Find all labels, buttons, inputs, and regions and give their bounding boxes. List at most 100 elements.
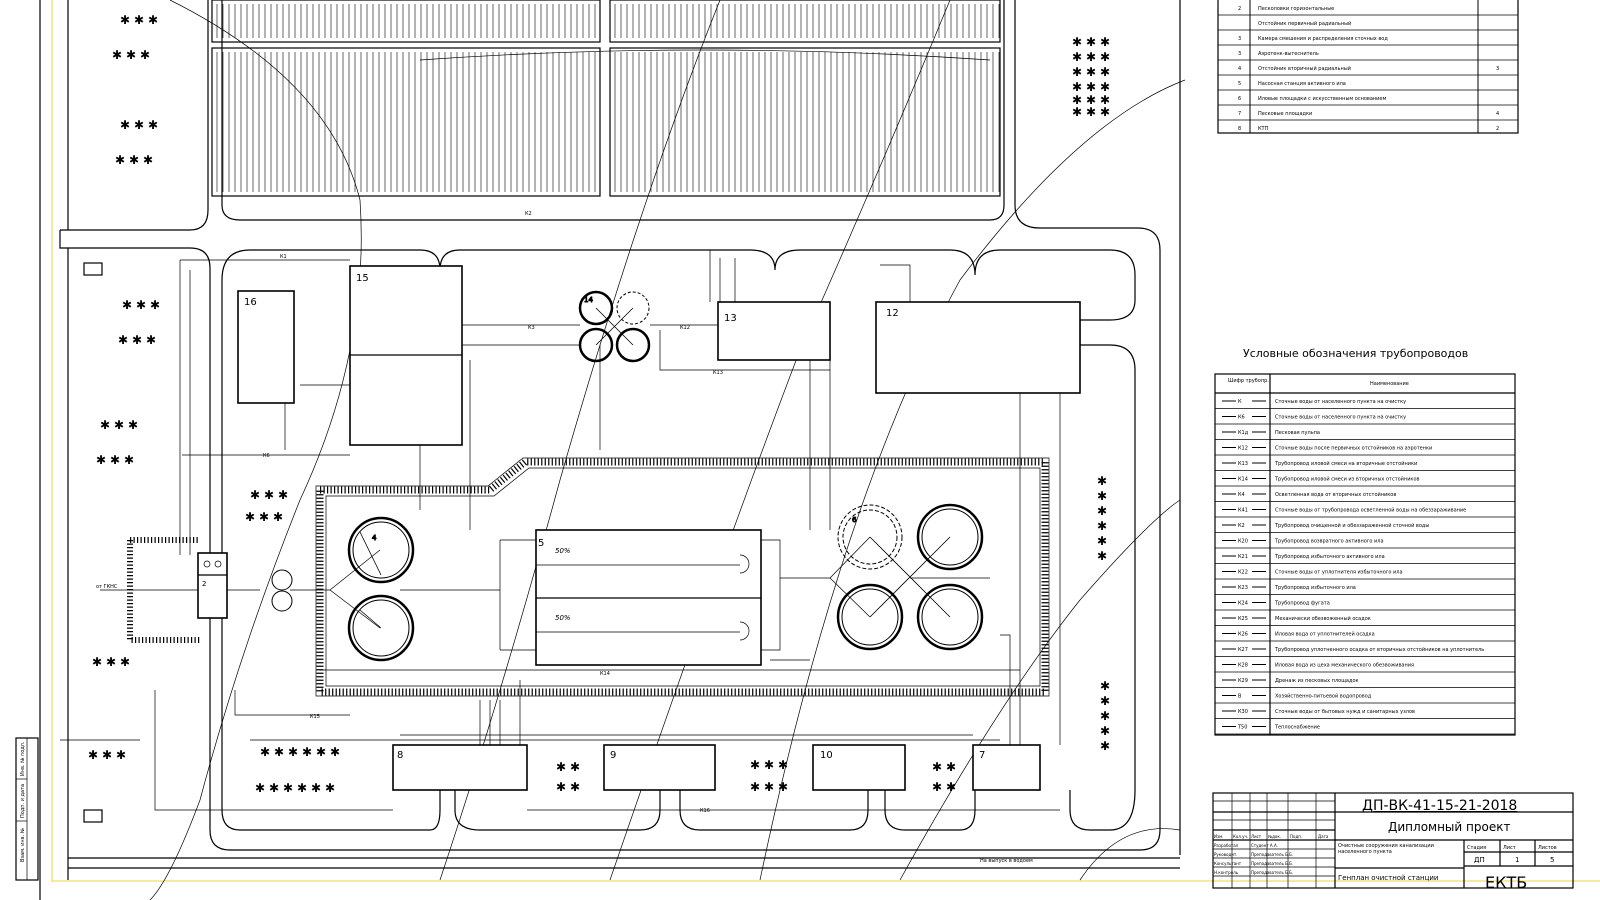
legend-code: К22 (1238, 570, 1248, 576)
document-code: ДП-ВК-41-15-21-2018 (1362, 798, 1517, 814)
tree-icon: ✱ (1100, 694, 1110, 708)
tank-label: 6 (852, 516, 857, 524)
pipe-labels: К1 К2 К3 К6 К12 К13 К14 К15 К16 На выпус… (96, 211, 1033, 864)
tree-icon: ✱ (932, 780, 942, 794)
tree-icon: ✱ (273, 510, 283, 524)
side-stamp-text: Инв. № подл. (20, 741, 26, 776)
legend-name: Сточные воды от трубопровода осветленной… (1275, 507, 1466, 514)
sheets-value: 5 (1550, 856, 1554, 864)
side-stamp-text: Подп. и дата (20, 784, 26, 818)
title-block-role: Руководит. (1214, 852, 1237, 857)
tree-icon: ✱ (325, 781, 335, 795)
legend-name: Песковая пульпа (1275, 430, 1320, 436)
tree-icon: ✱ (136, 298, 146, 312)
title-block-head: Лист (1251, 834, 1262, 839)
structures-table-qty: 3 (1496, 66, 1499, 72)
pipe-label: К3 (528, 325, 535, 331)
tree-icon: ✱ (1072, 65, 1082, 79)
tree-icon: ✱ (946, 760, 956, 774)
tree-icon: ✱ (114, 418, 124, 432)
tree-icon: ✱ (1100, 35, 1110, 49)
legend-name: Сточные воды от населенного пункта на оч… (1275, 415, 1406, 421)
tree-icon: ✱ (146, 333, 156, 347)
tree-icon: ✱ (556, 760, 566, 774)
legend-name: Механически обезвоженный осадок (1275, 615, 1371, 622)
title-block-role: Консультант (1214, 861, 1242, 866)
building-label: 13 (724, 313, 737, 324)
sheet-value: 1 (1515, 856, 1519, 864)
tree-icon: ✱ (1086, 80, 1096, 94)
tree-icon: ✱ (570, 780, 580, 794)
legend-code: К24 (1238, 601, 1248, 607)
pipe-label: К2 (525, 211, 532, 217)
tree-icon: ✱ (110, 453, 120, 467)
tree-icon: ✱ (120, 655, 130, 669)
tree-icon: ✱ (1100, 93, 1110, 107)
legend-code: К21 (1238, 554, 1248, 560)
legend-name: Трубопровод очищенной и обеззараженной с… (1274, 522, 1429, 529)
structures-table-num: 3 (1238, 36, 1241, 42)
structures-table-num: 3 (1238, 51, 1241, 57)
structures-table-num: 6 (1238, 96, 1241, 102)
tree-icon: ✱ (260, 745, 270, 759)
legend-header-name: Наименование (1370, 381, 1409, 387)
tree-icon: ✱ (259, 510, 269, 524)
building-12 (875, 301, 1081, 394)
title-block-head: Кол.уч. (1233, 834, 1248, 839)
tree-icon: ✱ (1086, 50, 1096, 64)
tree-icon: ✱ (1100, 724, 1110, 738)
structures-table-num: 7 (1238, 111, 1241, 117)
tree-icon: ✱ (1097, 489, 1107, 503)
tree-icon: ✱ (946, 780, 956, 794)
tree-icon: ✱ (1086, 105, 1096, 119)
building-9 (603, 744, 716, 791)
tree-icon: ✱ (264, 488, 274, 502)
aeration-share-label: 50% (555, 547, 571, 555)
building-16 (237, 290, 295, 404)
tree-icon: ✱ (274, 745, 284, 759)
tree-icon: ✱ (750, 758, 760, 772)
tree-icon: ✱ (1086, 35, 1096, 49)
title-block-name: Преподаватель Б.Б. (1251, 852, 1293, 857)
legend-code: К14 (1238, 477, 1248, 483)
building-label: 9 (610, 750, 616, 761)
legend-name: Сточные воды от населенного пункта на оч… (1275, 399, 1406, 405)
building-label: 5 (538, 538, 544, 549)
legend-name: Иловая вода из цеха механического обезво… (1275, 663, 1414, 669)
legend-code: К13 (1238, 461, 1248, 467)
grit-chamber-2 (197, 552, 228, 619)
tree-icon: ✱ (96, 453, 106, 467)
tree-icon: ✱ (118, 333, 128, 347)
tree-icon: ✱ (1072, 80, 1082, 94)
legend-code: К25 (1238, 616, 1248, 622)
tree-icon: ✱ (134, 118, 144, 132)
title-block-head: Дата (1318, 834, 1329, 839)
legend-name: Трубопровод иловой смеси на вторичные от… (1274, 460, 1417, 467)
tree-icon: ✱ (250, 488, 260, 502)
title-block-role: Н.контроль (1214, 870, 1239, 875)
tree-icon: ✱ (556, 780, 566, 794)
project-description: Очистные сооружения канализации населенн… (1338, 843, 1434, 855)
tree-icon: ✱ (278, 488, 288, 502)
legend-name: Теплоснабжение (1274, 725, 1320, 731)
sheets-label: Листов (1538, 845, 1557, 851)
structures-table-num: 4 (1238, 66, 1241, 72)
building-label: 12 (886, 308, 899, 319)
building-label: 16 (244, 297, 257, 308)
title-block-name: Студент А.А. (1251, 843, 1278, 848)
tree-icon: ✱ (1100, 709, 1110, 723)
tree-icon: ✱ (1100, 739, 1110, 753)
title-block-name: Преподаватель Б.Б. (1251, 870, 1293, 875)
tree-icon: ✱ (124, 453, 134, 467)
buildings: 16 15 13 12 5 50% 50% 2 8 9 10 7 (83, 262, 1081, 823)
tree-icon: ✱ (316, 745, 326, 759)
legend-name: Трубопровод иловой смеси из вторичных от… (1274, 476, 1420, 483)
tree-icon: ✱ (148, 118, 158, 132)
tree-icon: ✱ (1086, 93, 1096, 107)
tree-icon: ✱ (120, 118, 130, 132)
outlet-note: На выпуск в водоем (980, 858, 1033, 864)
structures-table-name: Камера смешения и распределения сточных … (1258, 36, 1388, 42)
